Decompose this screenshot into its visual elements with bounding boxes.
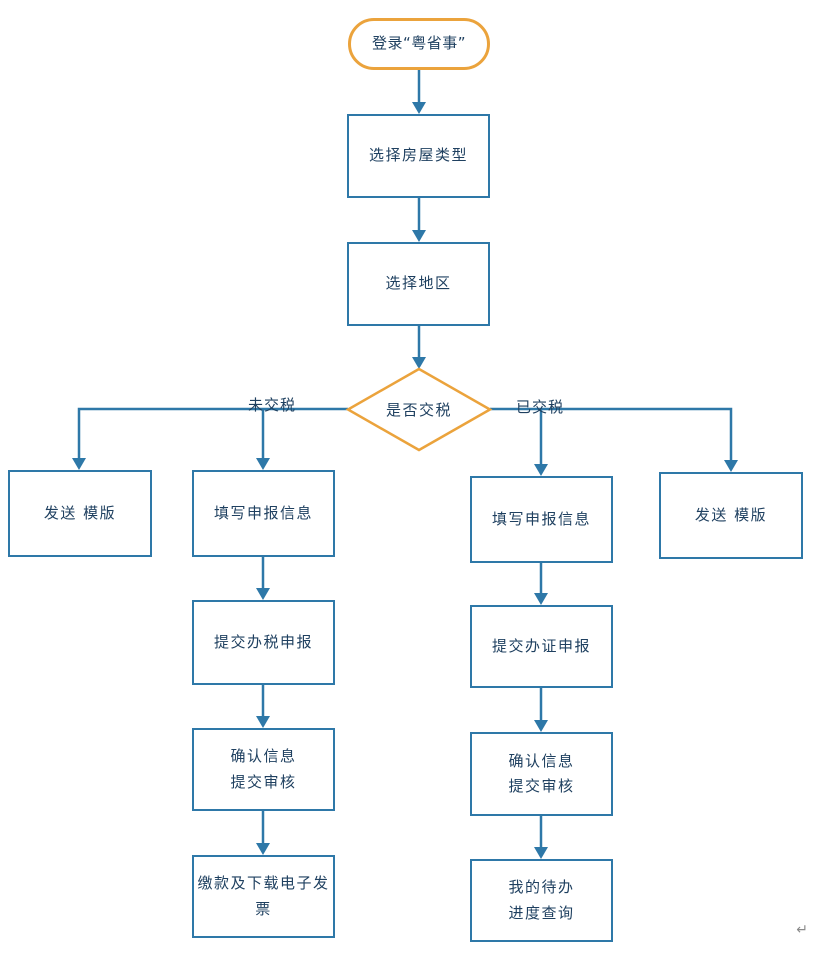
node-start: 登录“粤省事” <box>348 18 490 70</box>
arrowhead-icon <box>412 357 426 369</box>
arrowhead-icon <box>724 460 738 472</box>
decision-diamond-shape <box>345 367 493 452</box>
node-right-send-template: 发送 模版 <box>659 472 803 559</box>
arrowhead-icon <box>72 458 86 470</box>
arrowhead-icon <box>256 716 270 728</box>
node-left-confirm-review: 确认信息 提交审核 <box>192 728 335 811</box>
node-right-todo-progress: 我的待办 进度查询 <box>470 859 613 942</box>
node-decision-tax-label: 是否交税 <box>385 400 452 419</box>
node-left-submit-tax: 提交办税申报 <box>192 600 335 685</box>
node-select-region: 选择地区 <box>347 242 490 326</box>
return-mark: ↵ <box>796 922 808 938</box>
arrowhead-icon <box>534 720 548 732</box>
arrowhead-icon <box>256 588 270 600</box>
arrowhead-icon <box>534 464 548 476</box>
flow-edge <box>490 407 733 461</box>
node-select-house-type: 选择房屋类型 <box>347 114 490 198</box>
node-left-fill-info: 填写申报信息 <box>192 470 335 557</box>
edge-label-no-tax: 未交税 <box>248 396 297 414</box>
flow-edge <box>77 407 348 459</box>
arrowhead-icon <box>256 843 270 855</box>
node-right-confirm-review: 确认信息 提交审核 <box>470 732 613 816</box>
arrowhead-icon <box>412 102 426 114</box>
edge-label-paid-tax: 已交税 <box>516 398 565 416</box>
arrowhead-icon <box>412 230 426 242</box>
arrowhead-icon <box>256 458 270 470</box>
node-right-fill-info: 填写申报信息 <box>470 476 613 563</box>
arrowhead-icon <box>534 593 548 605</box>
node-left-send-template: 发送 模版 <box>8 470 152 557</box>
arrowhead-icon <box>534 847 548 859</box>
node-right-submit-cert: 提交办证申报 <box>470 605 613 688</box>
node-left-pay-invoice: 缴款及下载电子发票 <box>192 855 335 938</box>
